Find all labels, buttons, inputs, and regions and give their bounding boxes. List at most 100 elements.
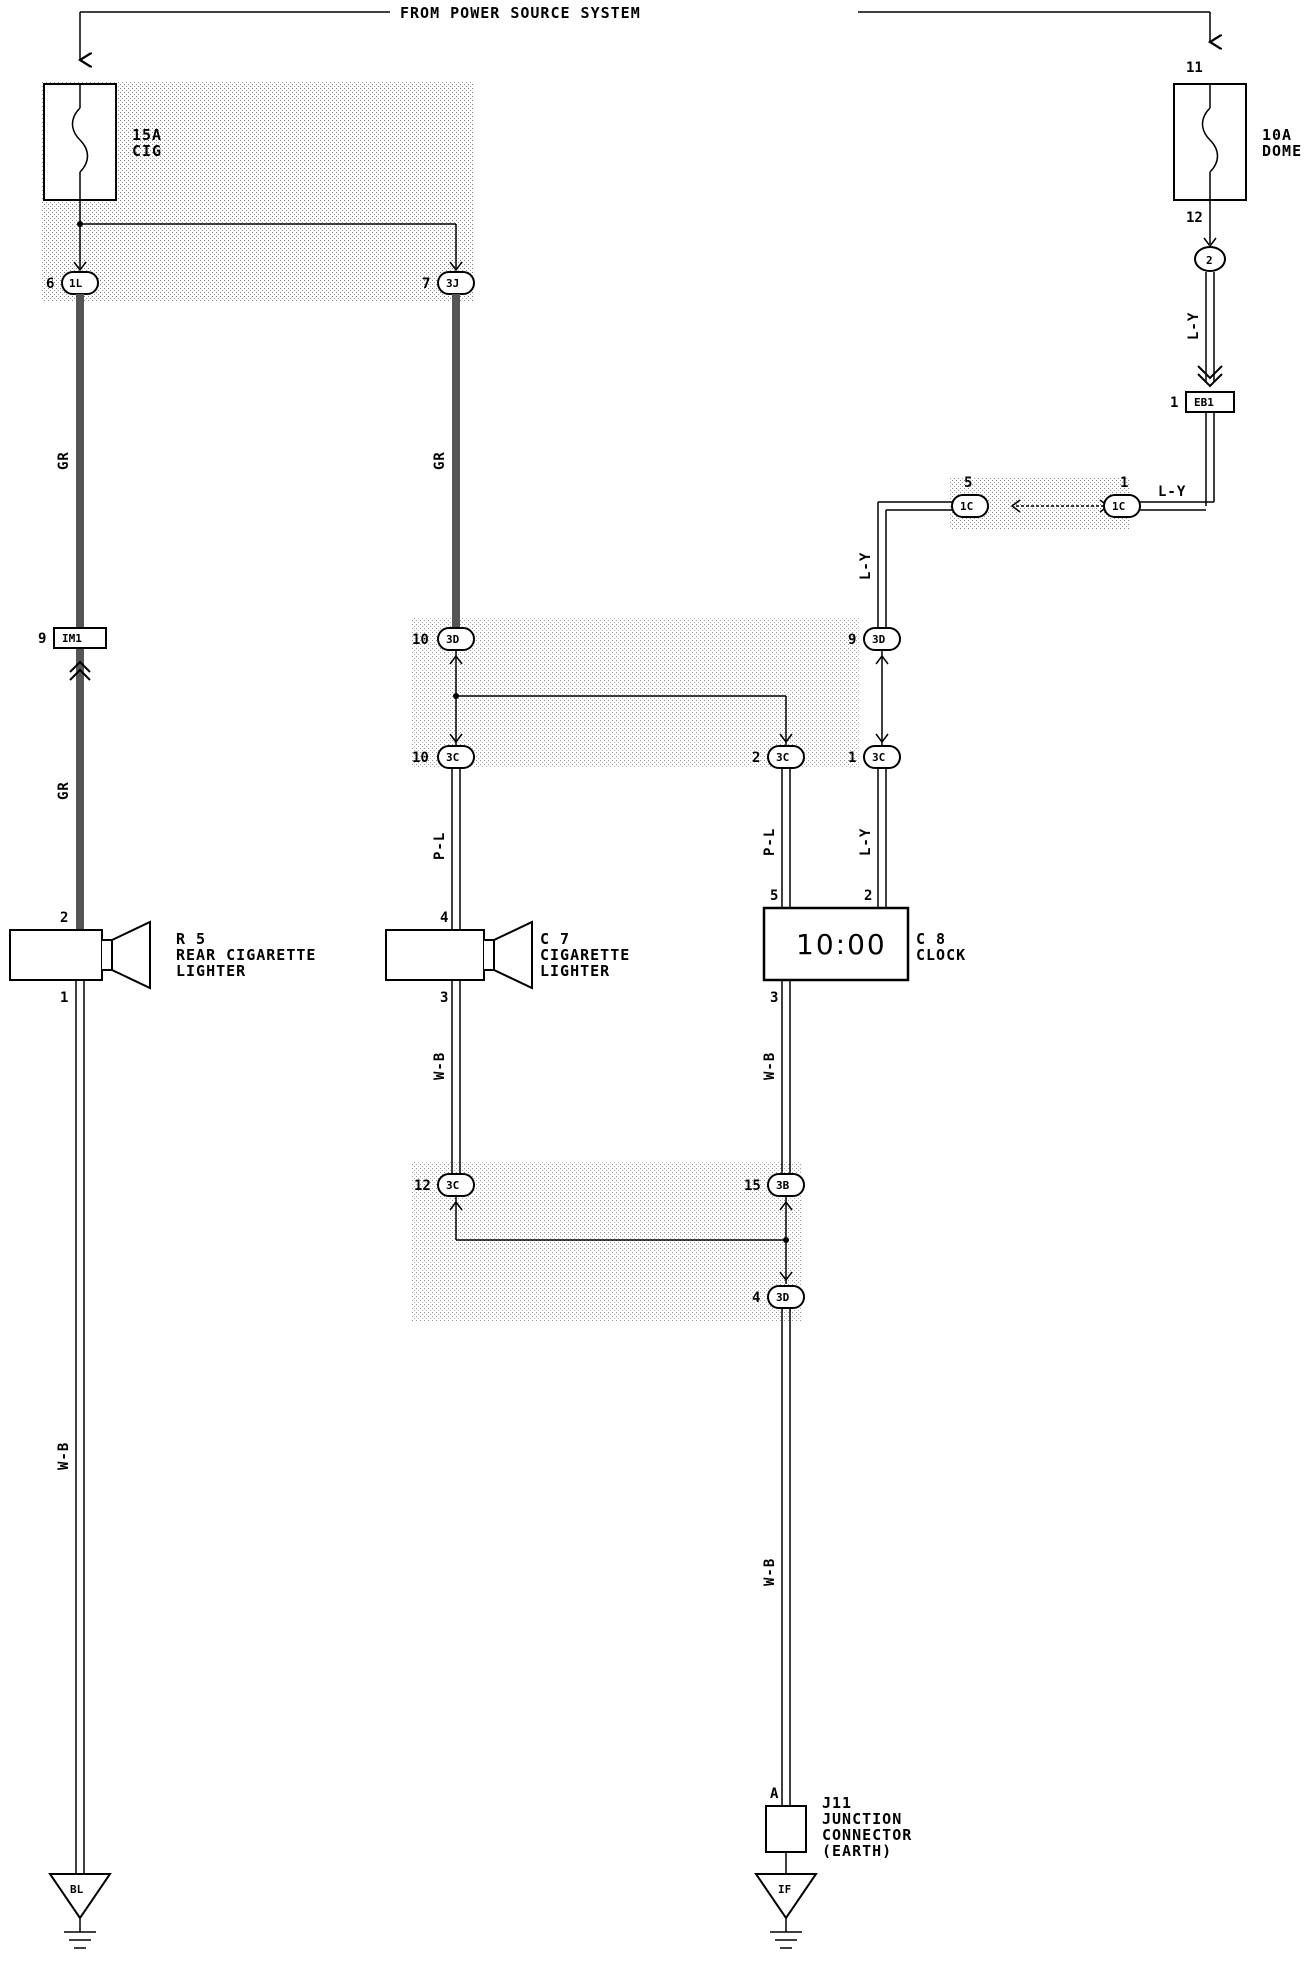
wire-wb-lower <box>781 1308 791 1806</box>
connector-3j-pin: 7 <box>422 276 430 292</box>
connector-1l-id: 1L <box>69 277 83 290</box>
wire-ly-dome <box>875 200 1223 908</box>
wire-wb-mid-label-2: W-B <box>762 1052 778 1080</box>
wire-ly-label-3: L-Y <box>858 552 874 580</box>
c8-code: C 8 <box>916 930 946 948</box>
wire-pl-label-2: P-L <box>762 828 778 856</box>
connector-eb1-pin: 1 <box>1170 395 1178 411</box>
connector-3j-id: 3J <box>446 277 459 290</box>
wire-gr-left-label-2: GR <box>56 781 72 800</box>
fuse-cig-rating: 15A <box>132 126 162 144</box>
wire-pl <box>451 768 791 930</box>
ground-bl-label: BL <box>70 1883 84 1896</box>
wire-ly-label-4: L-Y <box>858 828 874 856</box>
connector-im1 <box>53 627 107 681</box>
connector-3c-2-id: 3C <box>776 751 789 764</box>
connector-3d-4-id: 3D <box>776 1291 790 1304</box>
j11-line2: CONNECTOR <box>822 1826 912 1844</box>
wire-ly-label-1: L-Y <box>1186 312 1202 340</box>
c7-line1: CIGARETTE <box>540 946 630 964</box>
ground-bl <box>48 1873 112 1949</box>
power-source-title: FROM POWER SOURCE SYSTEM <box>400 4 641 22</box>
wire-wb-mid <box>451 980 791 1174</box>
wire-gr-mid-label: GR <box>432 451 448 470</box>
mid-junction-wires <box>449 650 793 746</box>
wire-wb-left-label: W-B <box>56 1442 72 1470</box>
wire-pl-label-1: P-L <box>432 832 448 860</box>
r5-pin-top: 2 <box>60 910 68 926</box>
j11-code: J11 <box>822 1794 852 1812</box>
connector-3d-4 <box>767 1285 805 1309</box>
c7-line2: LIGHTER <box>540 962 610 980</box>
connector-3b-15-id: 3B <box>776 1179 790 1192</box>
connector-3c-12-id: 3C <box>446 1179 459 1192</box>
connector-2 <box>1194 246 1226 272</box>
fuse-dome <box>1173 83 1247 201</box>
wire-gr-left-label-1: GR <box>56 451 72 470</box>
c8-pin-b: 2 <box>864 888 872 904</box>
connector-3d-10-pin: 10 <box>412 632 429 648</box>
r5-line2: LIGHTER <box>176 962 246 980</box>
connector-im1-pin: 9 <box>38 631 46 647</box>
c7-pin-bottom: 3 <box>440 990 448 1006</box>
j11-line3: (EARTH) <box>822 1842 892 1860</box>
fuse-dome-name: DOME <box>1262 142 1302 160</box>
fuse-dome-pin-out: 12 <box>1186 210 1203 226</box>
clock-display: 10:00 <box>796 928 887 961</box>
connector-1l-pin: 6 <box>46 276 54 292</box>
c7-pin-top: 4 <box>440 910 448 926</box>
c8-line1: CLOCK <box>916 946 966 964</box>
fuse-cig <box>43 83 117 201</box>
connector-eb1 <box>1185 391 1235 413</box>
connector-3c-2 <box>767 745 805 769</box>
c7-code: C 7 <box>540 930 570 948</box>
connector-3c-2-pin: 2 <box>752 750 760 766</box>
power-source-line <box>80 11 1210 60</box>
connector-3c-10-id: 3C <box>446 751 459 764</box>
j11-line1: JUNCTION <box>822 1810 902 1828</box>
connector-3c-1-id: 3C <box>872 751 885 764</box>
connector-eb1-id: EB1 <box>1194 396 1214 409</box>
wire-wb-mid-label-1: W-B <box>432 1052 448 1080</box>
connector-3c-1-pin: 1 <box>848 750 856 766</box>
j11-pin: A <box>770 1786 779 1802</box>
connector-3c-10 <box>437 745 475 769</box>
cig-branch-wire <box>73 200 463 272</box>
wire-ly-label-2: L-Y <box>1158 484 1186 500</box>
fuse-cig-name: CIG <box>132 142 162 160</box>
connector-1c-right-pin: 1 <box>1120 475 1128 491</box>
ground-if-label: IF <box>778 1883 791 1896</box>
lower-junction-wires <box>449 1196 793 1284</box>
connector-1c-right-id: 1C <box>1112 500 1125 513</box>
connector-3d-9 <box>863 627 901 651</box>
rear-cigarette-lighter <box>9 920 151 990</box>
connector-1c-left-id: 1C <box>960 500 973 513</box>
c8-pin-a: 5 <box>770 888 778 904</box>
connector-3d-9-pin: 9 <box>848 632 856 648</box>
r5-pin-bottom: 1 <box>60 990 68 1006</box>
connector-1c-right <box>1103 494 1141 518</box>
fuse-dome-rating: 10A <box>1262 126 1292 144</box>
fuse-dome-pin-in: 11 <box>1186 60 1203 76</box>
ground-if <box>754 1873 818 1949</box>
connector-1c-left <box>951 494 989 518</box>
connector-3d-4-pin: 4 <box>752 1290 760 1306</box>
clock <box>762 906 910 982</box>
shaded-region-lower <box>412 1162 802 1322</box>
connector-3d-9-id: 3D <box>872 633 886 646</box>
connector-1c-left-pin: 5 <box>964 475 972 491</box>
connector-im1-id: IM1 <box>62 632 82 645</box>
connector-3c-10-pin: 10 <box>412 750 429 766</box>
connector-2-id: 2 <box>1206 254 1213 267</box>
connector-3b-15-pin: 15 <box>744 1178 761 1194</box>
wire-wb-left <box>75 980 85 1880</box>
cigarette-lighter <box>385 920 533 990</box>
r5-code: R 5 <box>176 930 206 948</box>
connector-3d-10-id: 3D <box>446 633 460 646</box>
junction-connector <box>765 1805 807 1874</box>
c8-pin-bottom: 3 <box>770 990 778 1006</box>
connector-3c-12-pin: 12 <box>414 1178 431 1194</box>
wire-wb-lower-label: W-B <box>762 1558 778 1586</box>
r5-line1: REAR CIGARETTE <box>176 946 316 964</box>
